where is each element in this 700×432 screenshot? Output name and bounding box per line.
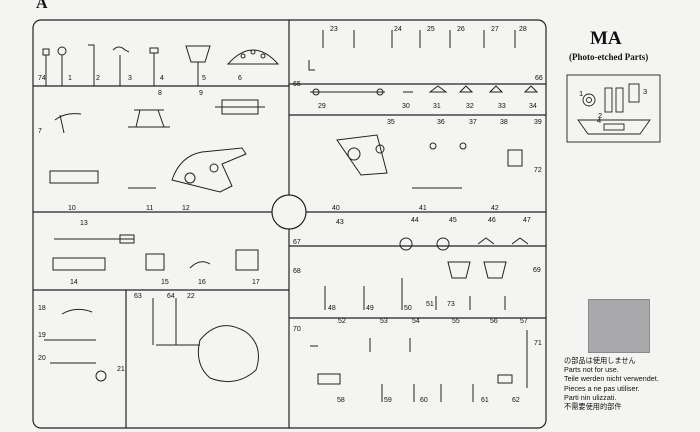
part-number-19: 19 <box>38 332 46 339</box>
legend-de: Teile werden nicht verwendet. <box>564 374 659 384</box>
part-number-60: 60 <box>420 397 428 404</box>
etched-part-1: 1 <box>579 89 584 98</box>
etched-part-2: 2 <box>598 111 603 120</box>
part-number-45: 45 <box>449 217 457 224</box>
part-number-3: 3 <box>128 75 132 82</box>
part-number-54: 54 <box>412 318 420 325</box>
part-number-42: 42 <box>491 205 499 212</box>
part-number-72: 72 <box>534 167 542 174</box>
part-number-14: 14 <box>70 279 78 286</box>
part-number-5: 5 <box>202 75 206 82</box>
legend-zh: 不需要使用的部件 <box>564 402 622 412</box>
part-number-59: 59 <box>384 397 392 404</box>
part-number-71: 71 <box>534 340 542 347</box>
part-number-56: 56 <box>490 318 498 325</box>
part-number-32: 32 <box>466 103 474 110</box>
photo-etched-fret <box>566 74 661 143</box>
part-number-21: 21 <box>117 366 125 373</box>
part-number-34: 34 <box>529 103 537 110</box>
part-number-12: 12 <box>182 205 190 212</box>
etched-title: MA <box>590 28 622 49</box>
part-number-33: 33 <box>498 103 506 110</box>
legend-fr: Pieces a ne pas utiliser. <box>564 383 640 393</box>
not-used-swatch <box>588 299 650 353</box>
legend-en: Parts not for use. <box>564 365 619 375</box>
part-number-10: 10 <box>68 205 76 212</box>
part-number-24: 24 <box>394 26 402 33</box>
etched-part-4: 4 <box>597 116 602 125</box>
sprue-letter: A <box>36 0 48 12</box>
part-number-11: 11 <box>146 205 153 212</box>
part-number-62: 62 <box>512 397 520 404</box>
part-number-74: 74 <box>38 75 46 82</box>
part-number-49: 49 <box>366 305 374 312</box>
part-number-58: 58 <box>337 397 345 404</box>
part-number-38: 38 <box>500 119 508 126</box>
part-number-63: 63 <box>134 293 142 300</box>
etched-subtitle: (Photo-etched Parts) <box>569 52 649 62</box>
part-number-18: 18 <box>38 305 46 312</box>
part-number-69: 69 <box>533 267 541 274</box>
part-number-26: 26 <box>457 26 465 33</box>
part-number-61: 61 <box>481 397 489 404</box>
part-number-65: 65 <box>293 81 301 88</box>
part-number-43: 43 <box>336 219 344 226</box>
not-used-legend: の部品は使用しません Parts not for use. Teile werd… <box>564 356 659 411</box>
part-number-66: 66 <box>535 75 543 82</box>
part-number-37: 37 <box>469 119 477 126</box>
part-number-8: 8 <box>158 90 162 97</box>
part-number-47: 47 <box>523 217 531 224</box>
part-number-44: 44 <box>411 217 419 224</box>
part-number-25: 25 <box>427 26 435 33</box>
part-number-57: 57 <box>520 318 528 325</box>
part-number-50: 50 <box>404 305 412 312</box>
part-number-30: 30 <box>402 103 410 110</box>
part-number-40: 40 <box>332 205 340 212</box>
part-number-48: 48 <box>328 305 336 312</box>
part-number-35: 35 <box>387 119 395 126</box>
part-number-20: 20 <box>38 355 46 362</box>
part-number-17: 17 <box>252 279 260 286</box>
part-number-29: 29 <box>318 103 326 110</box>
part-number-55: 55 <box>452 318 460 325</box>
part-number-67: 67 <box>293 239 301 246</box>
part-number-70: 70 <box>293 326 301 333</box>
part-number-31: 31 <box>433 103 441 110</box>
part-number-1: 1 <box>68 75 72 82</box>
part-number-6: 6 <box>238 75 242 82</box>
etched-part-3: 3 <box>643 87 648 96</box>
part-number-4: 4 <box>160 75 164 82</box>
part-number-9: 9 <box>199 90 203 97</box>
part-number-27: 27 <box>491 26 499 33</box>
part-number-22: 22 <box>187 293 195 300</box>
part-number-73: 73 <box>447 301 455 308</box>
part-number-36: 36 <box>437 119 445 126</box>
part-number-51: 51 <box>426 301 434 308</box>
part-number-28: 28 <box>519 26 527 33</box>
part-number-41: 41 <box>419 205 427 212</box>
part-number-23: 23 <box>330 26 338 33</box>
part-number-7: 7 <box>38 128 42 135</box>
part-number-13: 13 <box>80 220 88 227</box>
part-number-53: 53 <box>380 318 388 325</box>
part-number-52: 52 <box>338 318 346 325</box>
sprue-gate-circle <box>271 194 307 230</box>
part-number-2: 2 <box>96 75 100 82</box>
legend-it: Parti nin ulizzati. <box>564 392 617 402</box>
part-number-16: 16 <box>198 279 206 286</box>
part-number-15: 15 <box>161 279 169 286</box>
legend-jp: の部品は使用しません <box>564 356 636 365</box>
part-number-39: 39 <box>534 119 542 126</box>
part-number-68: 68 <box>293 268 301 275</box>
part-number-64: 64 <box>167 293 175 300</box>
part-number-46: 46 <box>488 217 496 224</box>
